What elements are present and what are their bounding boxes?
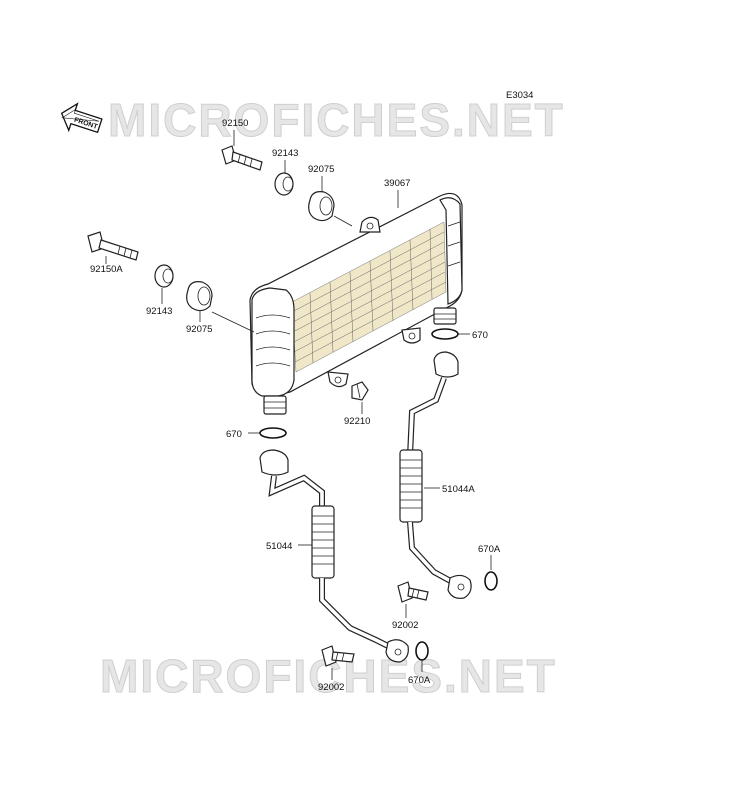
label-670-right: 670 (472, 330, 488, 341)
label-670A-right: 670A (478, 544, 501, 555)
oring-670A-right (484, 571, 498, 591)
label-51044: 51044 (266, 541, 292, 552)
label-92143-left: 92143 (146, 306, 172, 317)
grommet-92075-left (186, 281, 213, 312)
diagram-code: E3034 (506, 90, 533, 101)
label-92150A: 92150A (90, 264, 123, 275)
oil-hose-51044A (399, 351, 472, 599)
oring-670-right (431, 328, 459, 340)
oil-hose-51044 (259, 449, 409, 663)
bolt-92002-left (321, 645, 355, 667)
collar-92143-top (274, 172, 294, 196)
label-670-left: 670 (226, 429, 242, 440)
label-92143-top: 92143 (272, 148, 298, 159)
label-39067: 39067 (384, 178, 410, 189)
label-92002-left: 92002 (318, 682, 344, 693)
collar-92143-left (154, 264, 174, 288)
front-arrow-icon: FRONT (60, 102, 103, 134)
grommet-92075-top (308, 191, 335, 222)
oil-cooler-39067 (249, 192, 463, 415)
label-92002-right: 92002 (392, 620, 418, 631)
label-92210: 92210 (344, 416, 370, 427)
label-670A-bottom: 670A (408, 675, 431, 686)
label-92150: 92150 (222, 118, 248, 129)
label-92075-top: 92075 (308, 164, 334, 175)
bolt-92150 (221, 145, 263, 171)
bolt-92210 (351, 381, 369, 401)
bolt-92150A (87, 231, 139, 261)
watermark-top: MICROFICHES.NET (108, 94, 565, 146)
oring-670-left (259, 427, 287, 439)
bolt-92002-right (397, 581, 429, 603)
label-51044A: 51044A (442, 484, 475, 495)
label-92075-left: 92075 (186, 324, 212, 335)
